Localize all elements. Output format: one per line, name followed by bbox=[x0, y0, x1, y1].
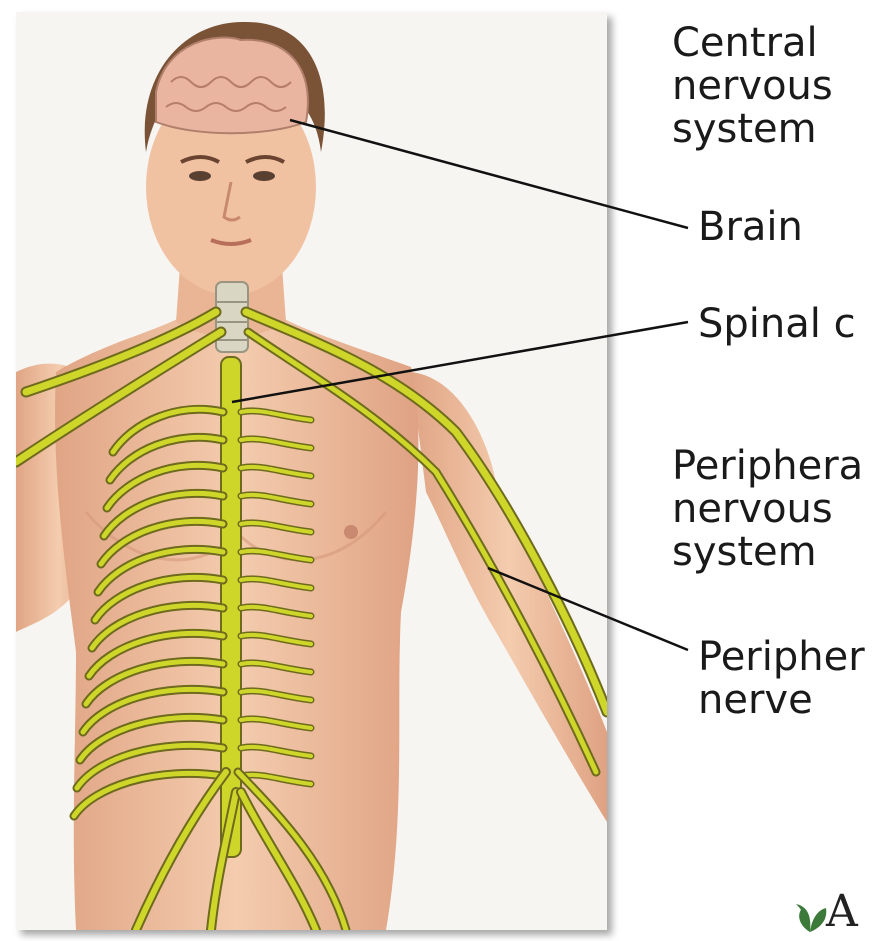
central-nervous-system-label: Central nervous system bbox=[672, 22, 833, 151]
logo-letter: A bbox=[826, 886, 858, 937]
peripheral-nervous-system-label: Periphera nervous system bbox=[672, 445, 863, 574]
leaf-icon bbox=[790, 896, 830, 936]
peripheral-nerve-leader-line bbox=[488, 568, 688, 650]
brain-label: Brain bbox=[698, 206, 803, 249]
peripheral-nerve-label: Peripher nerve bbox=[698, 636, 865, 722]
brain-leader-line bbox=[290, 120, 688, 228]
spinal-cord-label: Spinal c bbox=[698, 303, 856, 346]
spinal-cord-leader-line bbox=[232, 322, 688, 402]
